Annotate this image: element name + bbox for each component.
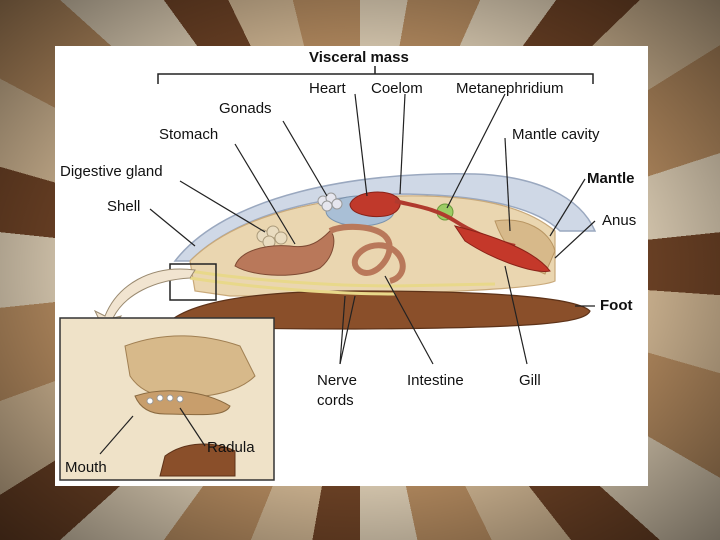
digestive-gland-label: Digestive gland <box>60 163 163 180</box>
mantle-cavity-label: Mantle cavity <box>512 126 600 143</box>
shell-shape <box>173 173 597 262</box>
heart-shape <box>349 191 401 217</box>
anatomy-diagram <box>59 66 597 481</box>
gonads-label: Gonads <box>219 100 272 117</box>
coelom-label: Coelom <box>371 80 423 97</box>
nerve-cords-label-line1: Nerve <box>317 372 358 389</box>
visceral-mass-bracket <box>157 66 594 84</box>
gill-shape <box>453 225 551 272</box>
intestine-label: Intestine <box>407 372 464 389</box>
intestine-shape <box>328 223 406 284</box>
foot-label: Foot <box>600 297 633 314</box>
foot-shape <box>168 290 591 330</box>
anus-label: Anus <box>602 212 637 229</box>
leader-lines <box>99 93 596 455</box>
shell-label: Shell <box>107 198 141 215</box>
mouth-label: Mouth <box>65 459 107 476</box>
radula-label: Radula <box>207 439 255 456</box>
inset-tissue <box>124 335 256 399</box>
metanephridium-label: Metanephridium <box>456 80 564 97</box>
gill-label: Gill <box>519 372 541 389</box>
gonads-shape <box>317 192 343 212</box>
mantle-label: Mantle <box>587 170 635 187</box>
mollusk-anatomy-figure: Visceral mass Heart Coelom Metanephridiu… <box>55 46 648 486</box>
radula-teeth <box>146 394 184 405</box>
stomach-label: Stomach <box>159 126 219 143</box>
heart-label: Heart <box>309 80 346 97</box>
visceral-mass-label: Visceral mass <box>309 49 409 66</box>
nerve-cords-label-line2: cords <box>317 392 354 409</box>
inset-lower-jaw <box>159 443 236 477</box>
mouth-region-box <box>169 263 217 301</box>
